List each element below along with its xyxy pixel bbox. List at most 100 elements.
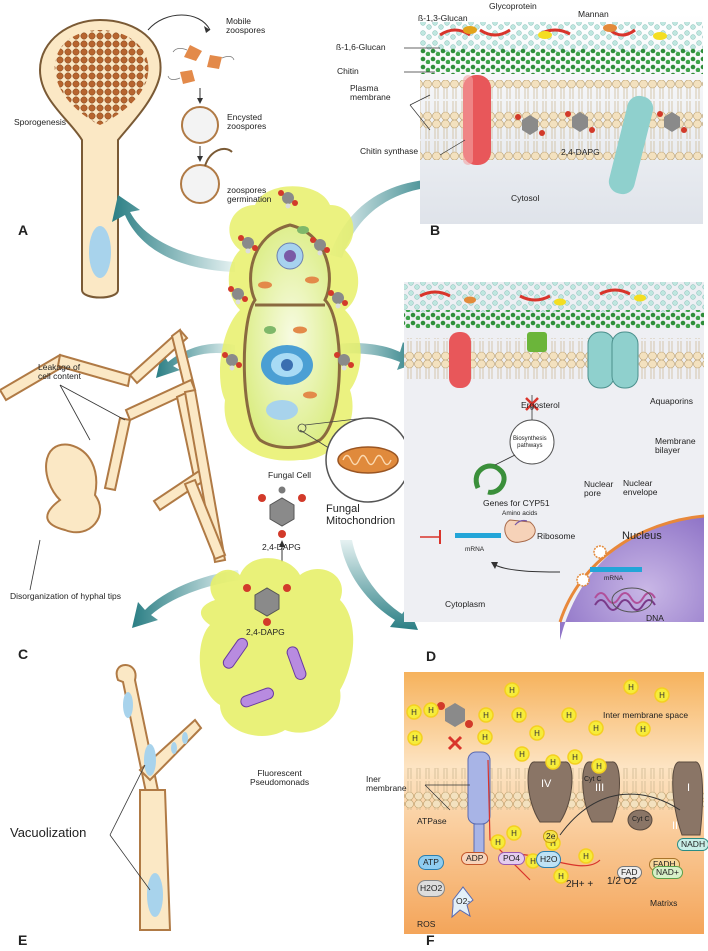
dna-label: DNA [646, 613, 664, 623]
proton-h-text: H [483, 711, 489, 720]
panel-b-wall [404, 14, 703, 224]
proton-h-text: H [593, 724, 599, 733]
proton-h-circle: H [511, 707, 527, 723]
proton-h-text: H [550, 758, 556, 767]
h2o-badge: H2O [536, 851, 562, 869]
fad-badge: FAD [617, 866, 642, 880]
proton-h-text: H [550, 839, 556, 848]
panel-d-cell [404, 282, 705, 640]
fungal-cell-label: Fungal Cell [268, 470, 311, 480]
panel-label-f: F [426, 932, 435, 948]
disorg-pointer [29, 539, 41, 591]
pseudomonads [199, 558, 354, 736]
cyt-c-label-1: Cyt C [584, 776, 602, 783]
chitin-label: Chitin [337, 66, 359, 76]
nucleus-label: Nucleus [622, 530, 662, 542]
cyt-c-label-2: Cyt C [632, 816, 650, 823]
leakage-label: Leakage of cell content [38, 362, 81, 382]
dapg-molecules-on-cell [222, 190, 354, 371]
eq-half-o2-label: 1/2 O2 [607, 876, 638, 887]
arrow-to-c [156, 343, 235, 378]
proton-h-circle: H [578, 848, 594, 864]
dapg-low-label: 2,4-DAPG [246, 627, 285, 637]
proton-h-text: H [530, 857, 536, 866]
panel-label-b: B [430, 222, 441, 238]
mobile-zoospores-label: Mobile zoospores [226, 16, 266, 36]
e2-badge: 2e [543, 830, 559, 844]
proton-h-circle: H [591, 758, 607, 774]
proton-h-text: H [534, 729, 540, 738]
vacuolization-label: Vacuolization [10, 825, 87, 840]
ribosome-label: Ribosome [537, 531, 576, 541]
dapg-mid-label: 2,4-DAPG [262, 542, 301, 552]
proton-h-text: H [509, 686, 515, 695]
mrna-label-2: mRNA [604, 575, 624, 582]
pseudomonads-label: Fluorescent Pseudomonads [250, 768, 310, 788]
vacuolization-pointer [109, 764, 146, 836]
panel-label-d: D [426, 648, 437, 664]
nuclear-envelope-label: Nuclear envelope [623, 478, 658, 498]
biosynthesis-label: Biosynthesis pathways [513, 436, 547, 449]
eq-2h-label: 2H+ + [566, 879, 594, 890]
leakage-pointer [59, 384, 126, 421]
adp-badge: ADP [461, 852, 489, 866]
chitin-synthase-label: Chitin synthase [360, 146, 419, 156]
cytosol-label: Cytosol [511, 193, 540, 203]
proton-h-circle: H [506, 825, 522, 841]
disorganization-label: Disorganization of hyphal tips [10, 591, 122, 601]
panel-c-hyphae [0, 328, 227, 564]
proton-h-text: H [411, 708, 417, 717]
proton-h-circle: H [504, 682, 520, 698]
panel-a-zoospores [147, 14, 235, 204]
panel-f-mitochondrion [404, 672, 704, 934]
proton-h-circle: H [529, 725, 545, 741]
panel-e-hypha [115, 664, 203, 931]
proton-h-text: H [640, 725, 646, 734]
mitochondrion-label: Fungal Mitochondrion [326, 503, 396, 528]
encysted-zoospores-label: Encysted zoospores [227, 112, 267, 132]
dapg-molecule-mid [258, 486, 306, 538]
complex-i-label: I [687, 782, 691, 794]
fungal-cell [220, 186, 361, 461]
complex-ii-label: II [672, 820, 679, 832]
nad-badge: NAD+ [652, 866, 683, 880]
panel-label-e: E [18, 932, 28, 948]
complex-iv-label: IV [541, 778, 552, 790]
panel-label-a: A [18, 222, 29, 238]
atpase-label: ATPase [417, 816, 447, 826]
panel-label-c: C [18, 646, 29, 662]
arrow-to-a [112, 195, 235, 272]
b-dapg-label: 2,4-DAPG [561, 147, 600, 157]
proton-h-circle: H [561, 707, 577, 723]
panel-a-sporangium [38, 18, 162, 299]
proton-h-text: H [516, 711, 522, 720]
complex-iii-label: III [595, 782, 605, 794]
vacuolization-pointer-2 [109, 834, 151, 891]
proton-h-text: H [628, 683, 634, 692]
po4-badge: PO4 [498, 852, 526, 866]
ergosterol-label: Ergosterol [521, 400, 560, 410]
plasma-membrane-label: Plasma membrane [350, 83, 391, 103]
mrna-label-1: mRNA [465, 546, 485, 553]
germination-label: zoospores germination [227, 185, 272, 205]
aquaporins-label: Aquaporins [650, 396, 694, 406]
proton-h-text: H [519, 750, 525, 759]
iner-membrane-label: Iner membrane [366, 774, 407, 794]
proton-h-text: H [572, 753, 578, 762]
b13-glucan-label: ß-1,3-Glucan [418, 13, 468, 23]
proton-h-circle: H [407, 730, 423, 746]
proton-h-circle: H [623, 679, 639, 695]
proton-h-text: H [659, 691, 665, 700]
proton-h-text: H [558, 872, 564, 881]
b16-glucan-label: ß-1,6-Glucan [336, 42, 386, 52]
ros-label: ROS [417, 919, 436, 929]
proton-h-circle: H [423, 702, 439, 718]
nadh-badge: NADH [677, 838, 708, 852]
proton-h-circle: H [553, 868, 569, 884]
proton-h-circle: H [478, 707, 494, 723]
proton-h-circle: H [635, 721, 651, 737]
genes-cyp51-label: Genes for CYP51 [483, 498, 550, 508]
sporogenesis-label: Sporogenesis [14, 117, 66, 127]
